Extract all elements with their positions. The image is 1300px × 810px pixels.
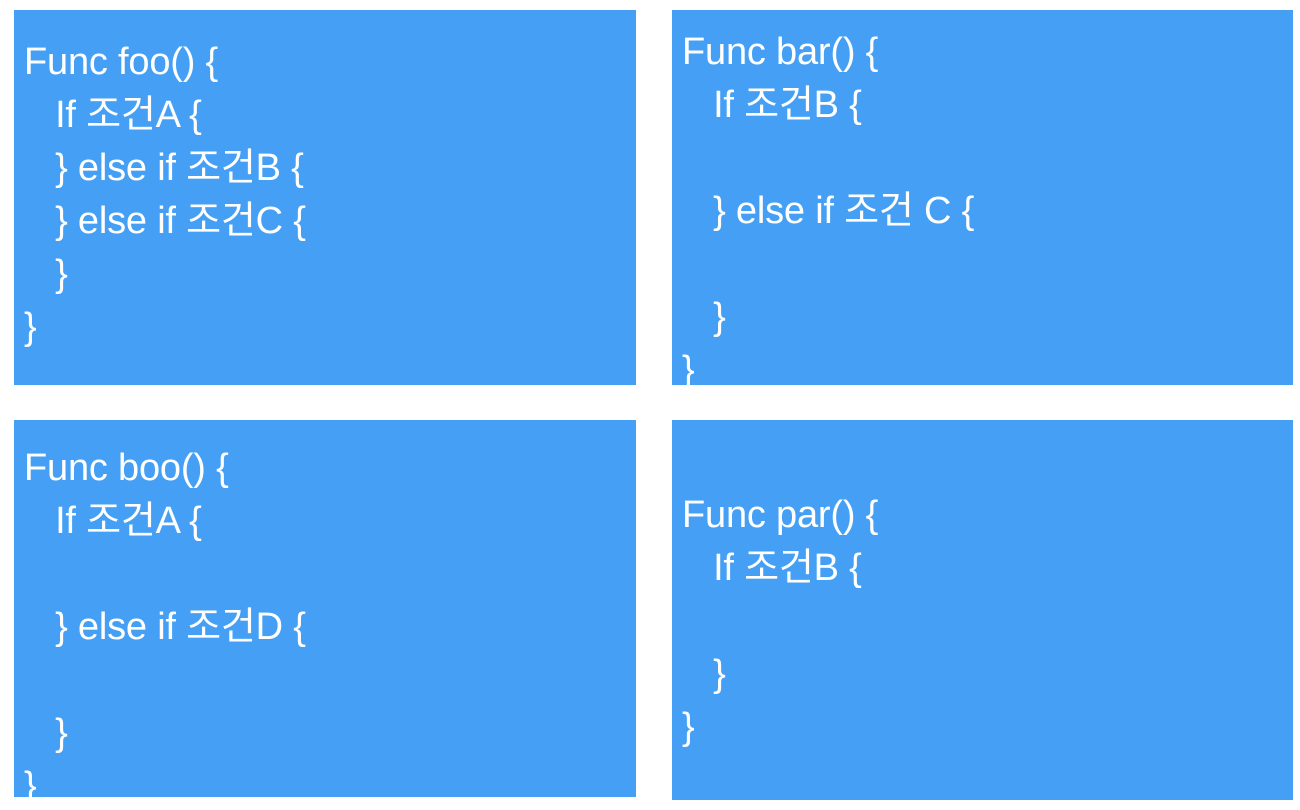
code-line: If 조건B { (682, 84, 862, 126)
func-bar-code: Func bar() { If 조건B { } else if 조건 C { }… (672, 10, 1293, 385)
func-boo-code: Func boo() { If 조건A { } else if 조건D { }} (14, 420, 636, 797)
code-line: } else if 조건 C { (682, 190, 975, 232)
func-par-code: Func par() { If 조건B { }} (672, 420, 1293, 754)
code-line: } (682, 706, 695, 748)
func-boo-panel[interactable]: Func boo() { If 조건A { } else if 조건D { }} (14, 420, 636, 797)
func-bar-panel[interactable]: Func bar() { If 조건B { } else if 조건 C { }… (672, 10, 1293, 385)
code-line: } else if 조건B { (24, 147, 304, 189)
code-line: } else if 조건D { (24, 606, 306, 648)
code-line: Func bar() { (682, 31, 879, 73)
code-line: } (24, 253, 68, 295)
code-line: Func boo() { (24, 447, 229, 489)
code-line: If 조건A { (24, 500, 202, 542)
func-foo-panel[interactable]: Func foo() { If 조건A { } else if 조건B { } … (14, 10, 636, 385)
func-par-panel[interactable]: Func par() { If 조건B { }} (672, 420, 1293, 800)
code-line: } else if 조건C { (24, 200, 306, 242)
code-line: } (24, 712, 68, 754)
code-line: } (682, 296, 726, 338)
code-line: } (24, 306, 37, 348)
code-line: Func foo() { (24, 41, 219, 83)
code-line: } (682, 653, 726, 695)
code-line: If 조건A { (24, 94, 202, 136)
code-line: } (682, 349, 695, 385)
code-line: Func par() { (682, 494, 879, 536)
code-line: If 조건B { (682, 547, 862, 589)
code-line: } (24, 765, 37, 797)
func-foo-code: Func foo() { If 조건A { } else if 조건B { } … (14, 10, 636, 354)
